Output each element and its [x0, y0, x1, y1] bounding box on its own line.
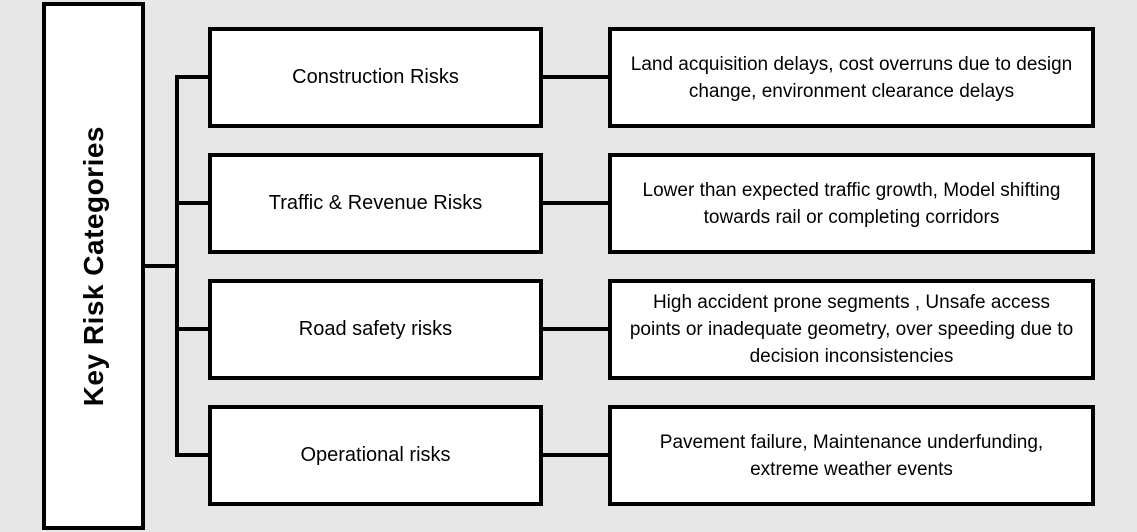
- description-box-traffic-revenue-risks: Lower than expected traffic growth, Mode…: [608, 153, 1095, 254]
- category-label: Traffic & Revenue Risks: [268, 192, 483, 214]
- connector-branch-operational: [175, 453, 212, 457]
- description-box-road-safety-risks: High accident prone segments , Unsafe ac…: [608, 279, 1095, 380]
- diagram-title: Key Risk Categories: [77, 125, 109, 407]
- description-box-construction-risks: Land acquisition delays, cost overruns d…: [608, 27, 1095, 128]
- description-text: Lower than expected traffic growth, Mode…: [642, 179, 1061, 228]
- category-label: Operational risks: [300, 444, 451, 466]
- description-text: Land acquisition delays, cost overruns d…: [630, 53, 1073, 102]
- connector-branch-road-safety: [175, 327, 212, 331]
- connector-link-construction: [541, 75, 610, 79]
- description-text: Pavement failure, Maintenance underfundi…: [659, 431, 1044, 480]
- key-risk-categories-box: Key Risk Categories: [42, 2, 145, 530]
- category-box-traffic-revenue-risks: Traffic & Revenue Risks: [208, 153, 543, 254]
- connector-link-traffic: [541, 201, 610, 205]
- category-box-operational-risks: Operational risks: [208, 405, 543, 506]
- category-box-road-safety-risks: Road safety risks: [208, 279, 543, 380]
- connector-branch-construction: [175, 75, 212, 79]
- category-box-construction-risks: Construction Risks: [208, 27, 543, 128]
- description-text: High accident prone segments , Unsafe ac…: [629, 292, 1074, 367]
- connector-link-operational: [541, 453, 610, 457]
- description-box-operational-risks: Pavement failure, Maintenance underfundi…: [608, 405, 1095, 506]
- category-label: Road safety risks: [298, 318, 453, 340]
- category-label: Construction Risks: [292, 66, 459, 88]
- connector-root-feeder: [143, 264, 179, 268]
- connector-branch-traffic: [175, 201, 212, 205]
- connector-link-road-safety: [541, 327, 610, 331]
- connector-trunk: [175, 75, 179, 457]
